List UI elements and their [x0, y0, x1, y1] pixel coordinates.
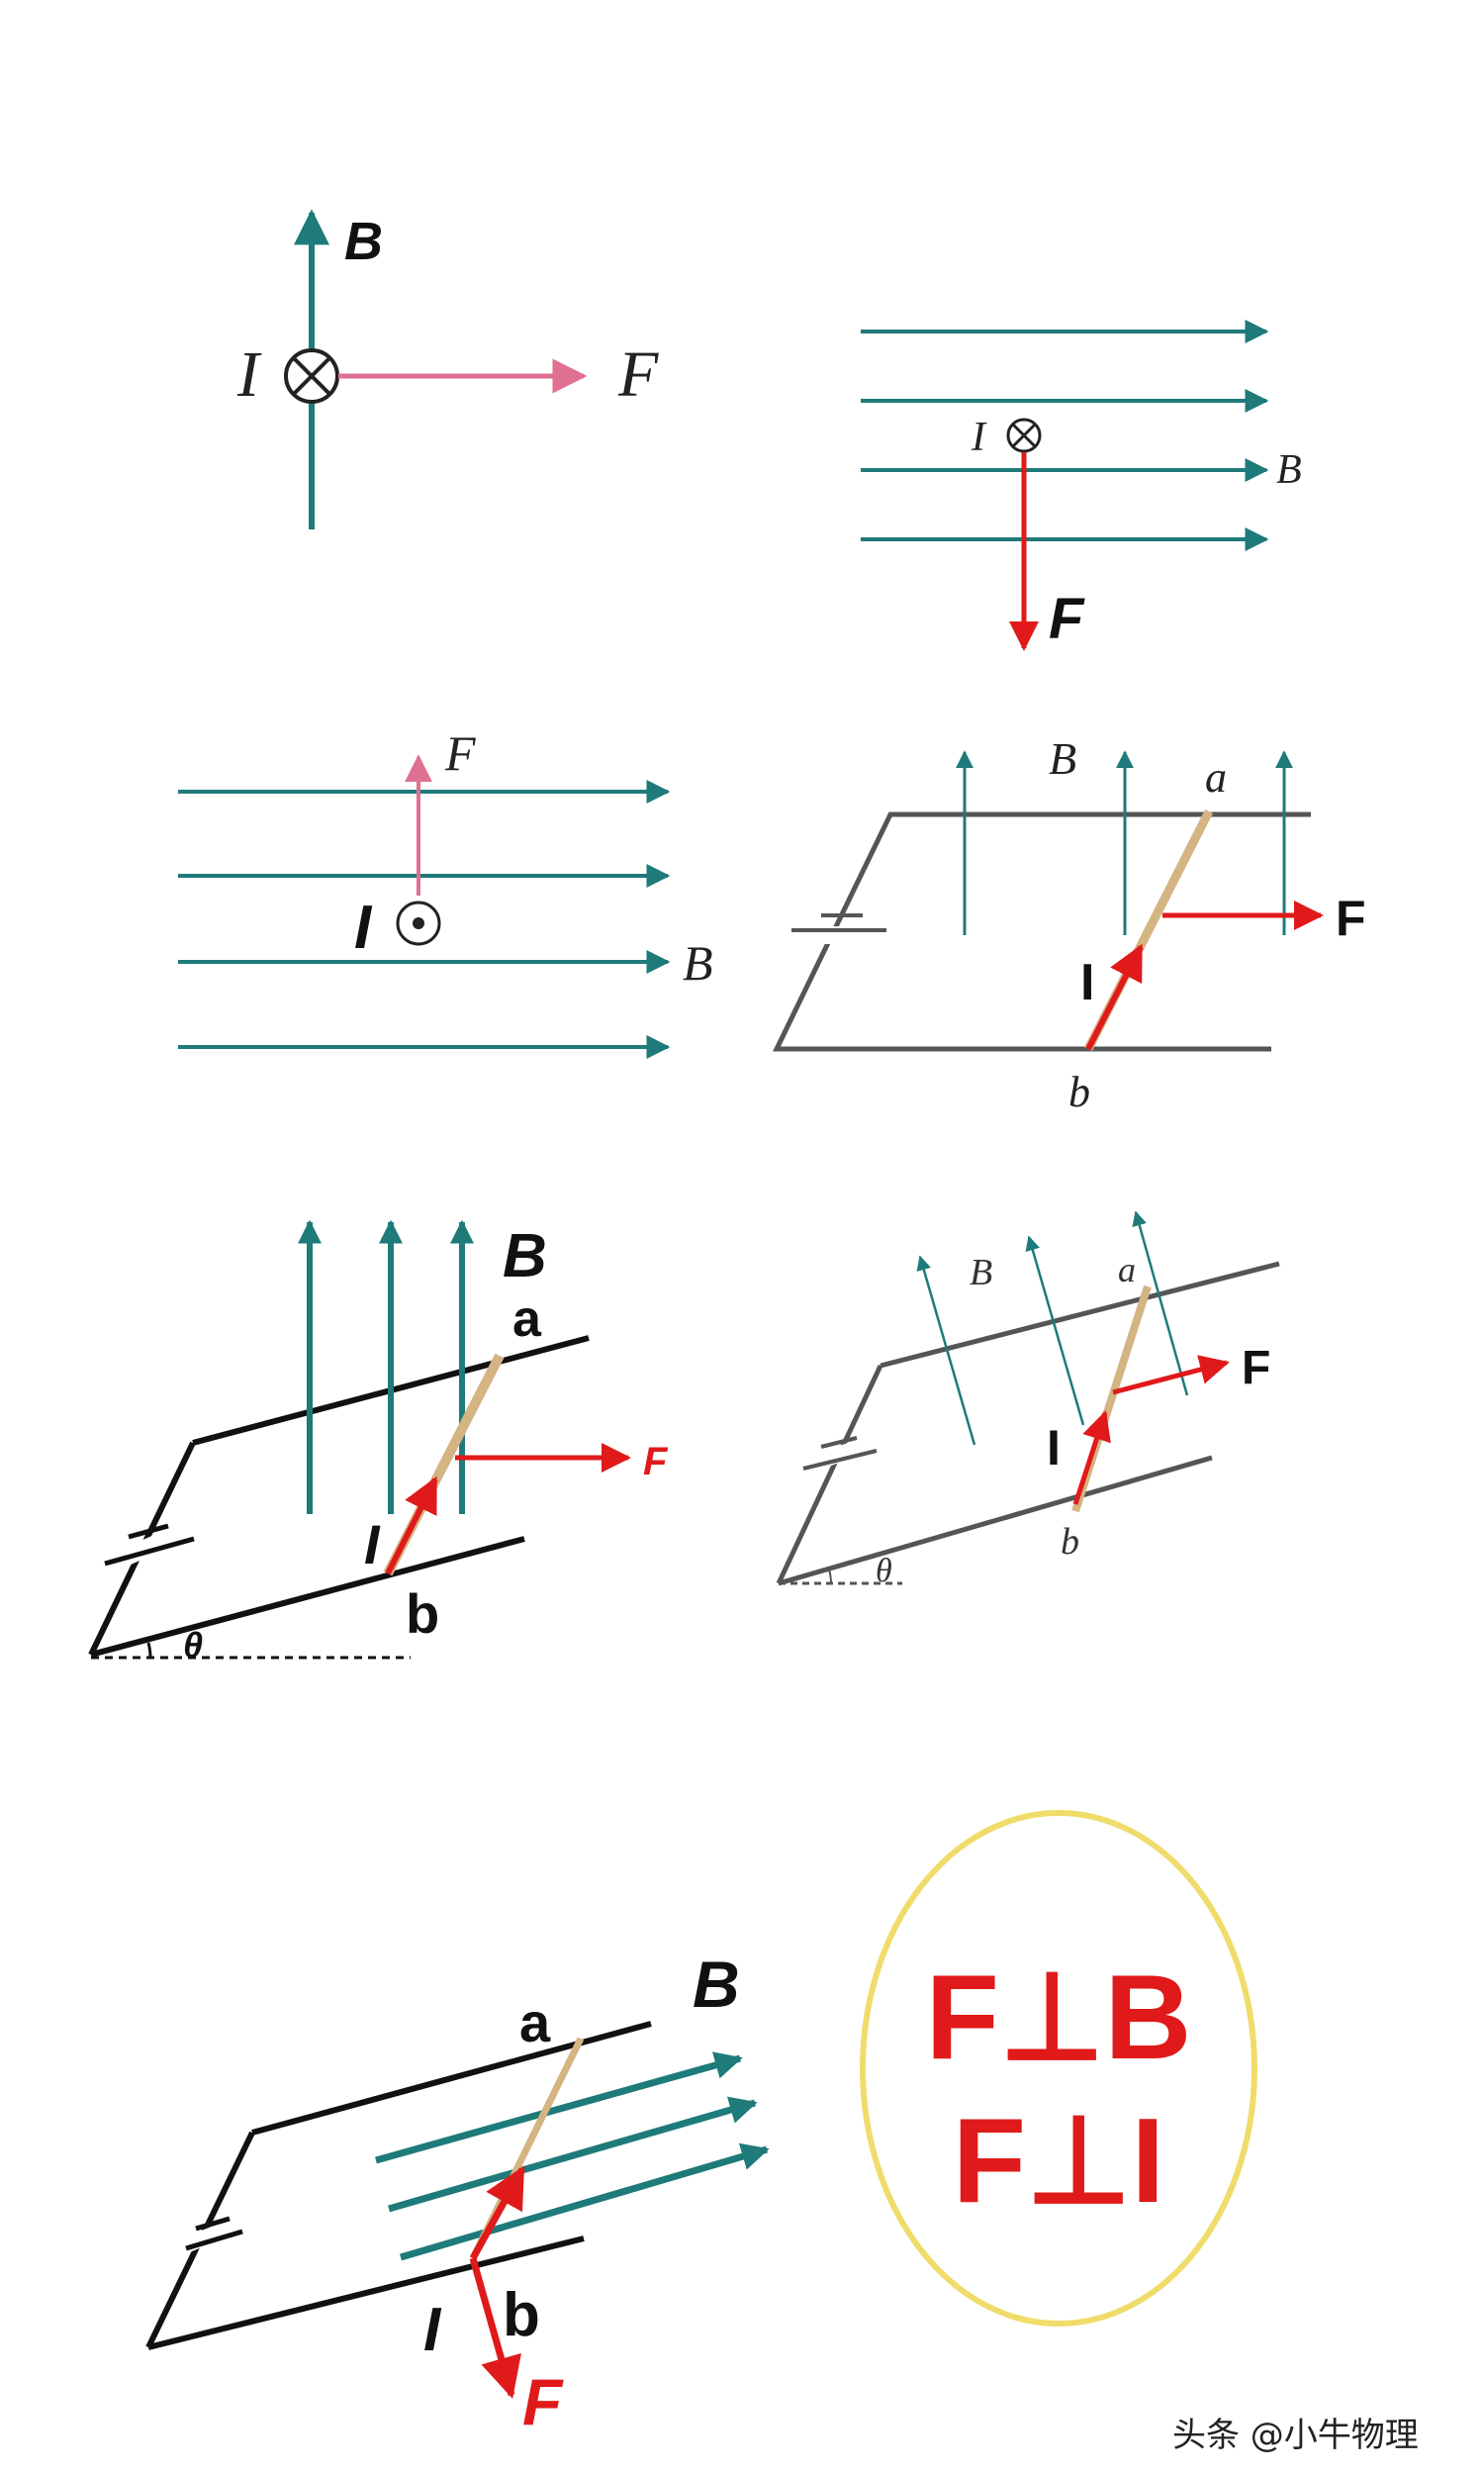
- current-arrow: [1072, 1410, 1111, 1505]
- battery-plate-short: [820, 1436, 858, 1449]
- battery-plate-short: [128, 1523, 169, 1540]
- label-I: I: [364, 1513, 381, 1575]
- label-I: I: [1080, 954, 1094, 1011]
- label-a: a: [1205, 753, 1227, 802]
- current-arrow: [469, 2165, 526, 2260]
- diagram-1: B I F: [236, 209, 659, 529]
- diagram-5: θ B F I a b: [88, 1219, 669, 1665]
- label-a: a: [519, 1991, 551, 2053]
- rail-connector: [776, 1364, 883, 1585]
- current-arrow: [385, 1475, 438, 1575]
- force-arrow: [469, 2257, 521, 2400]
- battery-gap: [185, 2217, 240, 2252]
- label-F: F: [1242, 1342, 1270, 1394]
- label-B: B: [970, 1252, 992, 1293]
- diagram-7: B F I a b: [145, 1948, 770, 2438]
- force-arrow: [1112, 1355, 1230, 1395]
- battery-plate-long: [104, 1536, 195, 1567]
- diagram-2: B I F: [861, 320, 1302, 651]
- label-F: F: [444, 725, 476, 781]
- label-B: B: [503, 1222, 547, 1290]
- field-line: [388, 2096, 758, 2213]
- label-b: b: [503, 2281, 540, 2349]
- label-B: B: [1049, 733, 1076, 784]
- highlight-circle: [860, 1810, 1257, 2327]
- label-F: F: [1336, 891, 1366, 946]
- diagram-6: θ B F I a b: [776, 1210, 1280, 1589]
- field-line: [1132, 1210, 1189, 1396]
- rail-top: [880, 1261, 1280, 1369]
- rail-bottom: [90, 1536, 525, 1658]
- summary-rules: F⊥B F⊥I: [860, 1810, 1257, 2327]
- current-arrow: [1085, 943, 1144, 1051]
- angle-arc: [828, 1569, 832, 1584]
- label-B: B: [693, 1948, 740, 2021]
- label-b: b: [1068, 1068, 1090, 1116]
- battery-plate-short: [195, 2216, 231, 2232]
- label-B: B: [1276, 447, 1302, 493]
- label-I: I: [1047, 1420, 1061, 1475]
- label-a: a: [512, 1290, 542, 1348]
- label-B: B: [683, 935, 713, 991]
- label-theta: θ: [183, 1625, 203, 1665]
- field-line: [1025, 1235, 1085, 1426]
- field-line: [375, 2051, 743, 2164]
- label-F: F: [522, 2365, 564, 2438]
- label-a: a: [1118, 1250, 1136, 1289]
- label-theta: θ: [876, 1553, 892, 1589]
- battery-plate-long: [185, 2229, 243, 2251]
- label-I: I: [236, 338, 262, 411]
- rail-bottom: [778, 1455, 1213, 1586]
- watermark: 头条 @小牛物理: [1172, 2416, 1419, 2455]
- field-line: [916, 1255, 976, 1446]
- label-b: b: [406, 1582, 439, 1645]
- rule-force-perp-current: F⊥I: [953, 2093, 1165, 2228]
- label-I: I: [354, 894, 373, 962]
- battery-plate-long: [802, 1449, 878, 1471]
- label-F: F: [1049, 587, 1085, 651]
- rail-bottom: [147, 2236, 585, 2350]
- field-line: [400, 2142, 770, 2261]
- diagram-3: B F I: [178, 725, 713, 1059]
- label-b: b: [1061, 1521, 1079, 1563]
- label-F: F: [617, 338, 659, 411]
- rail-top: [251, 2021, 652, 2136]
- label-I: I: [971, 415, 987, 460]
- diagram-4: B F I a b: [773, 733, 1366, 1116]
- angle-arc: [146, 1642, 152, 1659]
- label-I: I: [423, 2296, 442, 2364]
- rule-force-perp-field: F⊥B: [926, 1950, 1192, 2084]
- battery-gap: [806, 1437, 870, 1473]
- label-B: B: [344, 212, 383, 271]
- label-F: F: [643, 1440, 669, 1483]
